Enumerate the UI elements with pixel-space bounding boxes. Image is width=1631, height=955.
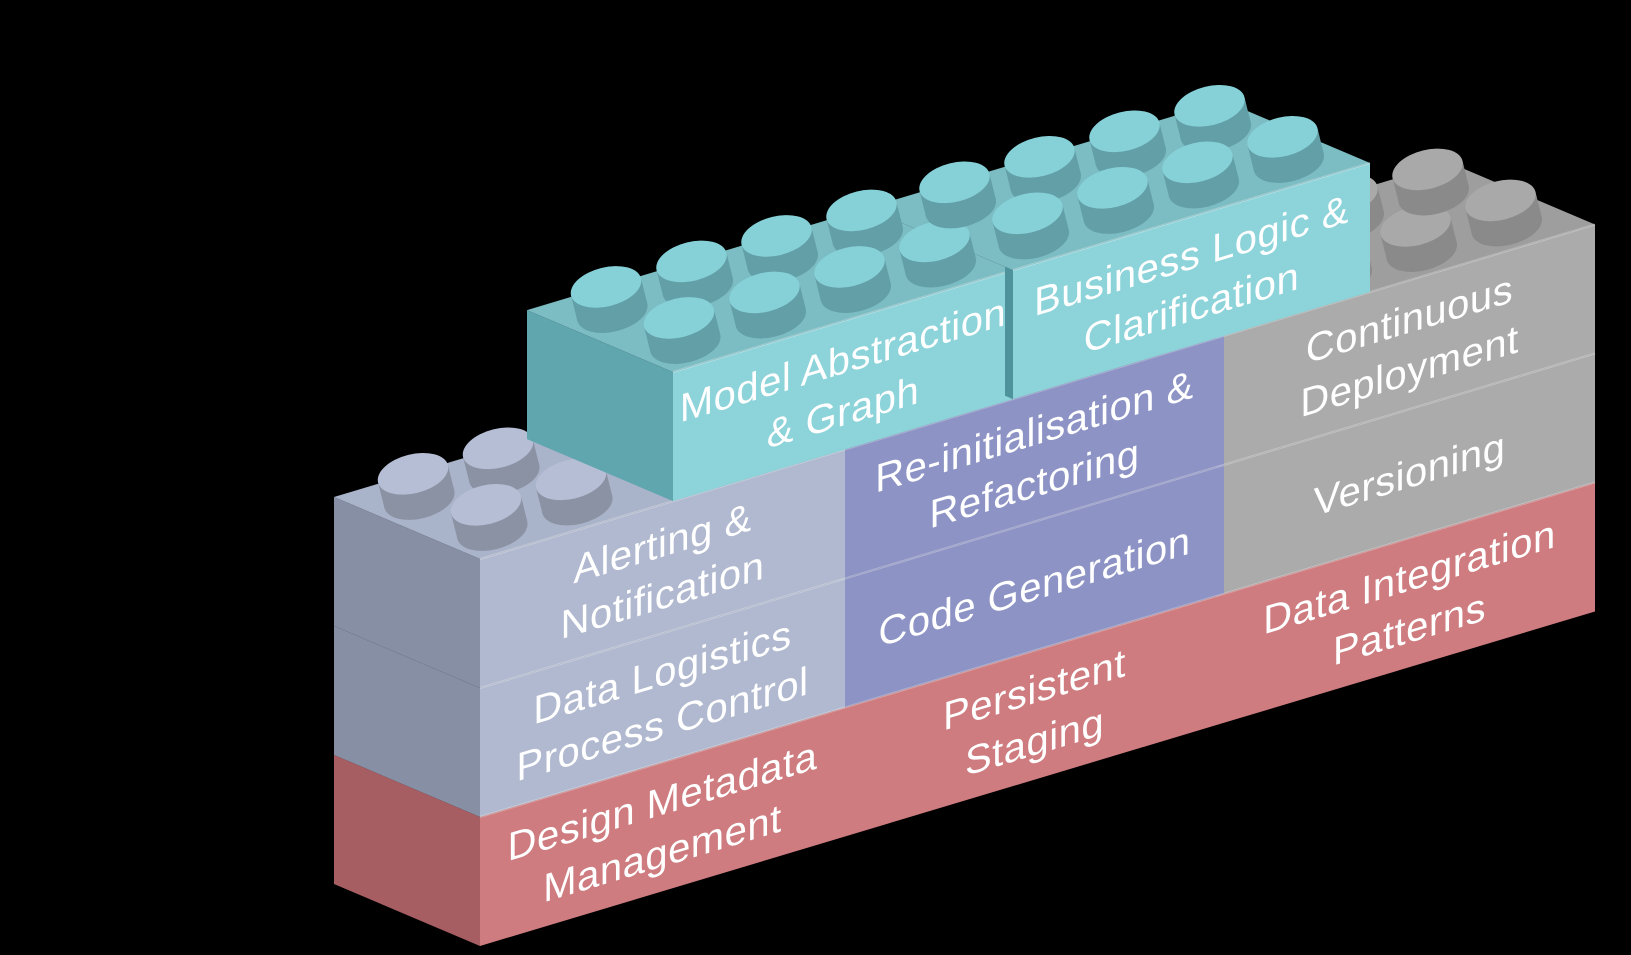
side-face [334, 755, 480, 946]
side-edge [1005, 266, 1013, 400]
brick-seam [479, 577, 846, 690]
front-face [480, 449, 845, 688]
brick-seam [1223, 352, 1596, 466]
brick-seam [479, 706, 846, 819]
front-face [673, 270, 1013, 502]
side-face [334, 626, 480, 817]
brick-seam [1223, 481, 1596, 595]
front-face [1224, 482, 1595, 723]
brick-business-logic-clarification: Business Logic & Clarification [867, 101, 1371, 400]
brick-seam [1223, 223, 1596, 337]
front-face [845, 593, 1224, 837]
front-face [1224, 353, 1595, 594]
front-face [845, 335, 1224, 579]
front-face [480, 578, 845, 817]
brick-seam [1012, 161, 1371, 272]
front-face [480, 707, 845, 946]
front-face [1013, 163, 1370, 400]
brick-seam [844, 463, 1225, 580]
brick-seam [672, 269, 1014, 374]
brick-seam [844, 592, 1225, 709]
front-face [1224, 224, 1595, 465]
side-face [334, 497, 480, 688]
side-face [527, 310, 673, 502]
front-face [845, 464, 1224, 708]
